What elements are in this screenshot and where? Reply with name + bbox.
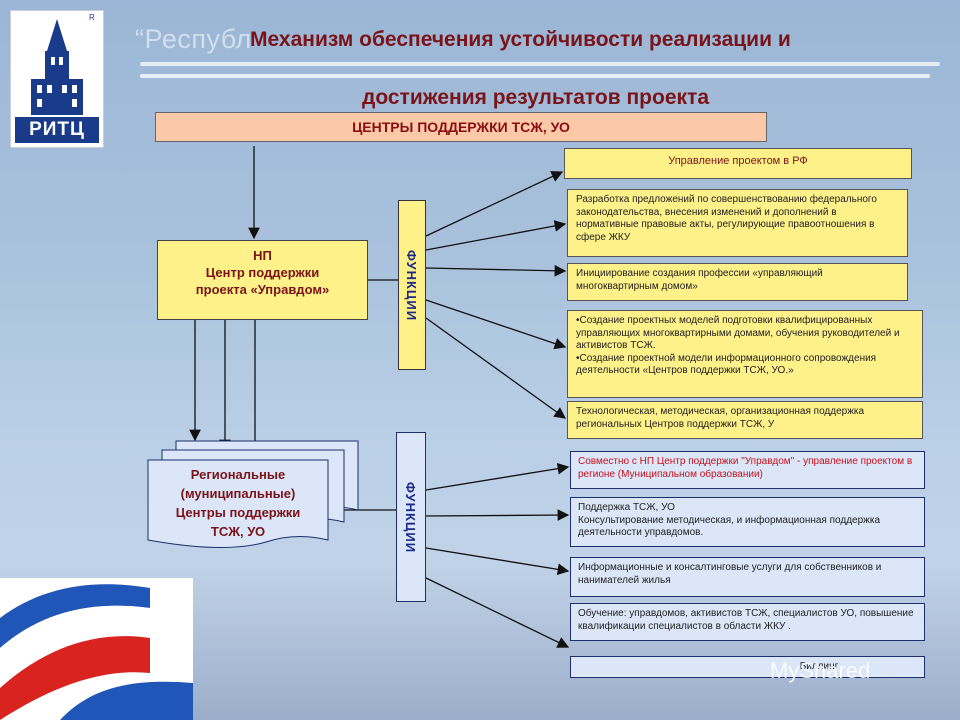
function-box-training: Обучение: управдомов, активистов ТСЖ, сп… [570, 603, 925, 641]
functions-label-upper: ФУНКЦИИ [398, 200, 426, 370]
function-box-regional-support: Технологическая, методическая, организац… [567, 401, 923, 439]
function-box-billing: Биллинг [570, 656, 925, 678]
function-box-consulting-services: Информационные и консалтинговые услуги д… [570, 557, 925, 597]
tszh-support-line-1: Поддержка ТСЖ, УО [578, 502, 675, 513]
regional-line-4: ТСЖ, УО [210, 524, 266, 539]
project-models-bullet-2: •Создание проектной модели информационно… [576, 352, 877, 377]
flag-decoration [0, 578, 193, 720]
functions-label-upper-text: ФУНКЦИИ [404, 249, 420, 321]
logo-text: РИТЦ [29, 119, 85, 140]
function-box-manager-profession: Инициирование создания профессии «управл… [567, 263, 908, 301]
np-label: НП [253, 248, 272, 263]
function-box-project-management-rf: Управление проектом в РФ [564, 148, 912, 179]
np-line-3: проекта «Управдом» [195, 282, 330, 297]
tower-icon [15, 19, 99, 143]
background-title: “Республ [135, 24, 252, 54]
function-box-project-models: •Создание проектных моделей подготовки к… [567, 310, 923, 398]
title-line-2: достижения результатов проекта [362, 86, 709, 109]
regional-centers-text: Региональные (муниципальные) Центры подд… [148, 465, 328, 541]
background-line [140, 74, 930, 78]
registered-mark: R [89, 13, 95, 22]
functions-label-lower-text: ФУНКЦИИ [403, 481, 419, 553]
regional-line-2: (муниципальные) [180, 486, 296, 501]
function-box-legislation-proposals: Разработка предложений по совершенствова… [567, 189, 908, 257]
function-box-regional-project-management: Совместно с НП Центр поддержки "Управдом… [570, 451, 925, 489]
np-line-2: Центр поддержки [205, 265, 320, 280]
regional-line-1: Региональные [190, 467, 286, 482]
background-line [140, 62, 940, 66]
functions-label-lower: ФУНКЦИИ [396, 432, 426, 602]
ritc-logo: РИТЦ R [10, 10, 104, 148]
regional-centers-document-stack [147, 440, 359, 549]
support-centers-bar: ЦЕНТРЫ ПОДДЕРЖКИ ТСЖ, УО [155, 112, 767, 142]
np-support-center-box: НП Центр поддержки проекта «Управдом» [157, 240, 368, 320]
project-models-bullet-1: •Создание проектных моделей подготовки к… [576, 315, 900, 351]
myshared-watermark: MyShared [770, 658, 871, 683]
title-line-1: Механизм обеспечения устойчивости реализ… [250, 28, 791, 51]
tszh-support-line-2: Консультирование методическая, и информа… [578, 514, 881, 539]
function-box-tszh-support: Поддержка ТСЖ, УО Консультирование метод… [570, 497, 925, 547]
regional-line-3: Центры поддержки [175, 505, 301, 520]
